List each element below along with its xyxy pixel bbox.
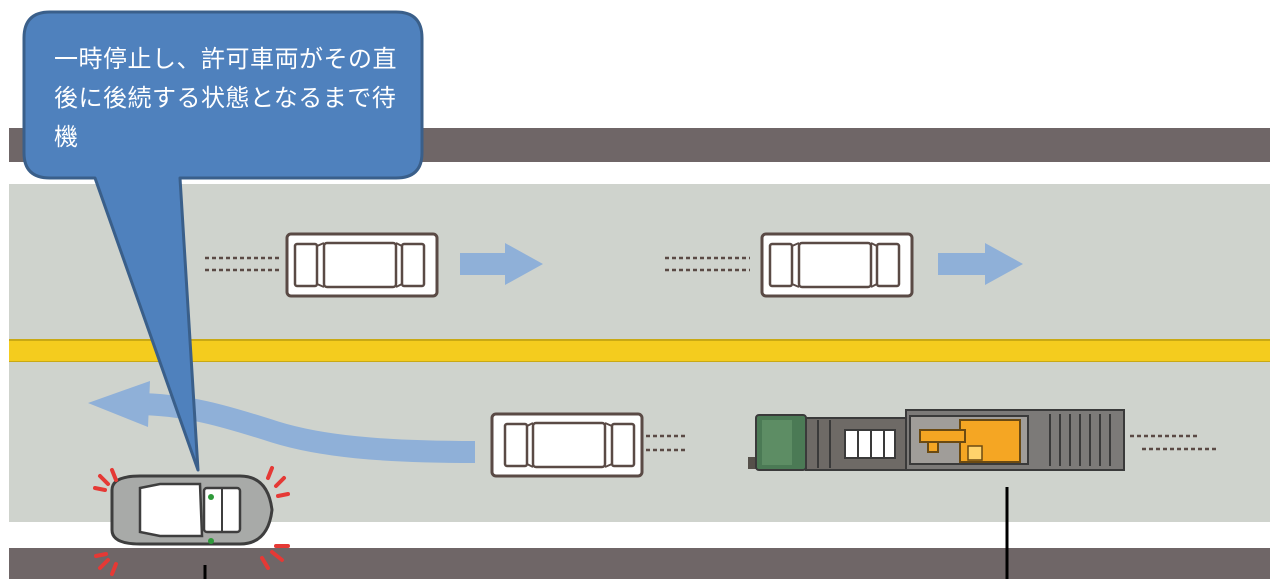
upper-lane [9, 184, 1270, 340]
callout-bubble [22, 10, 424, 472]
arrow-right-icon [938, 243, 1023, 285]
trailer-truck-icon [748, 409, 1218, 471]
stopped-car [93, 466, 290, 576]
car-icon [490, 412, 644, 478]
upper-lane-car-1 [205, 232, 543, 298]
excavator-icon [919, 419, 1021, 463]
car-icon [285, 232, 439, 298]
callout-text: 一時停止し、許可車両がその直後に後続する状態となるまで待機 [54, 45, 397, 151]
car-icon [760, 232, 914, 298]
upper-lane-car-2 [665, 232, 1023, 298]
center-line [9, 340, 1270, 362]
hazard-lights-icon [93, 466, 290, 576]
road-bottom-edge [9, 548, 1270, 579]
arrow-right-icon [460, 243, 543, 285]
